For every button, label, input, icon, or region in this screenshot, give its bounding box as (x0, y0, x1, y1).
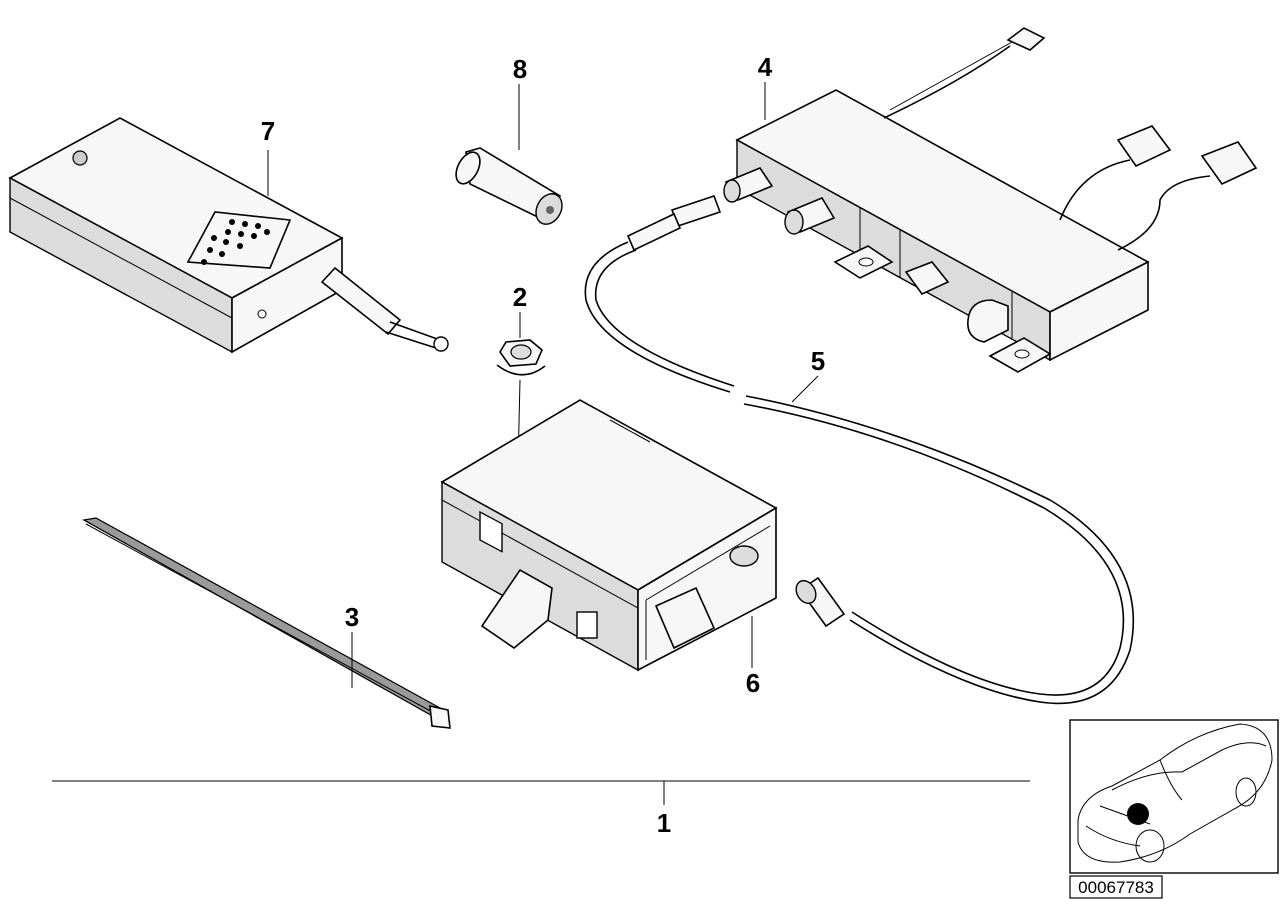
car-location-icon (1069, 719, 1279, 874)
callout-4: 4 (758, 52, 773, 82)
antenna-cable-icon (584, 194, 1135, 705)
battery-icon (455, 147, 563, 225)
antenna-module-icon (723, 27, 1258, 373)
cable-tie-icon (82, 517, 451, 729)
location-marker-icon (1127, 803, 1149, 825)
control-unit-icon (440, 399, 778, 672)
leader-lines (52, 82, 1030, 805)
callout-3: 3 (345, 602, 359, 632)
callout-6: 6 (746, 668, 760, 698)
callout-labels: 7 8 4 2 5 3 6 1 (261, 52, 825, 838)
reference-number-text: 00067783 (1078, 878, 1154, 897)
remote-control-icon (8, 117, 449, 354)
callout-1: 1 (657, 808, 671, 838)
reference-number: 00067783 (1069, 875, 1163, 899)
callout-2: 2 (513, 282, 527, 312)
callout-5: 5 (811, 346, 825, 376)
callout-8: 8 (513, 54, 527, 84)
callout-7: 7 (261, 116, 275, 146)
